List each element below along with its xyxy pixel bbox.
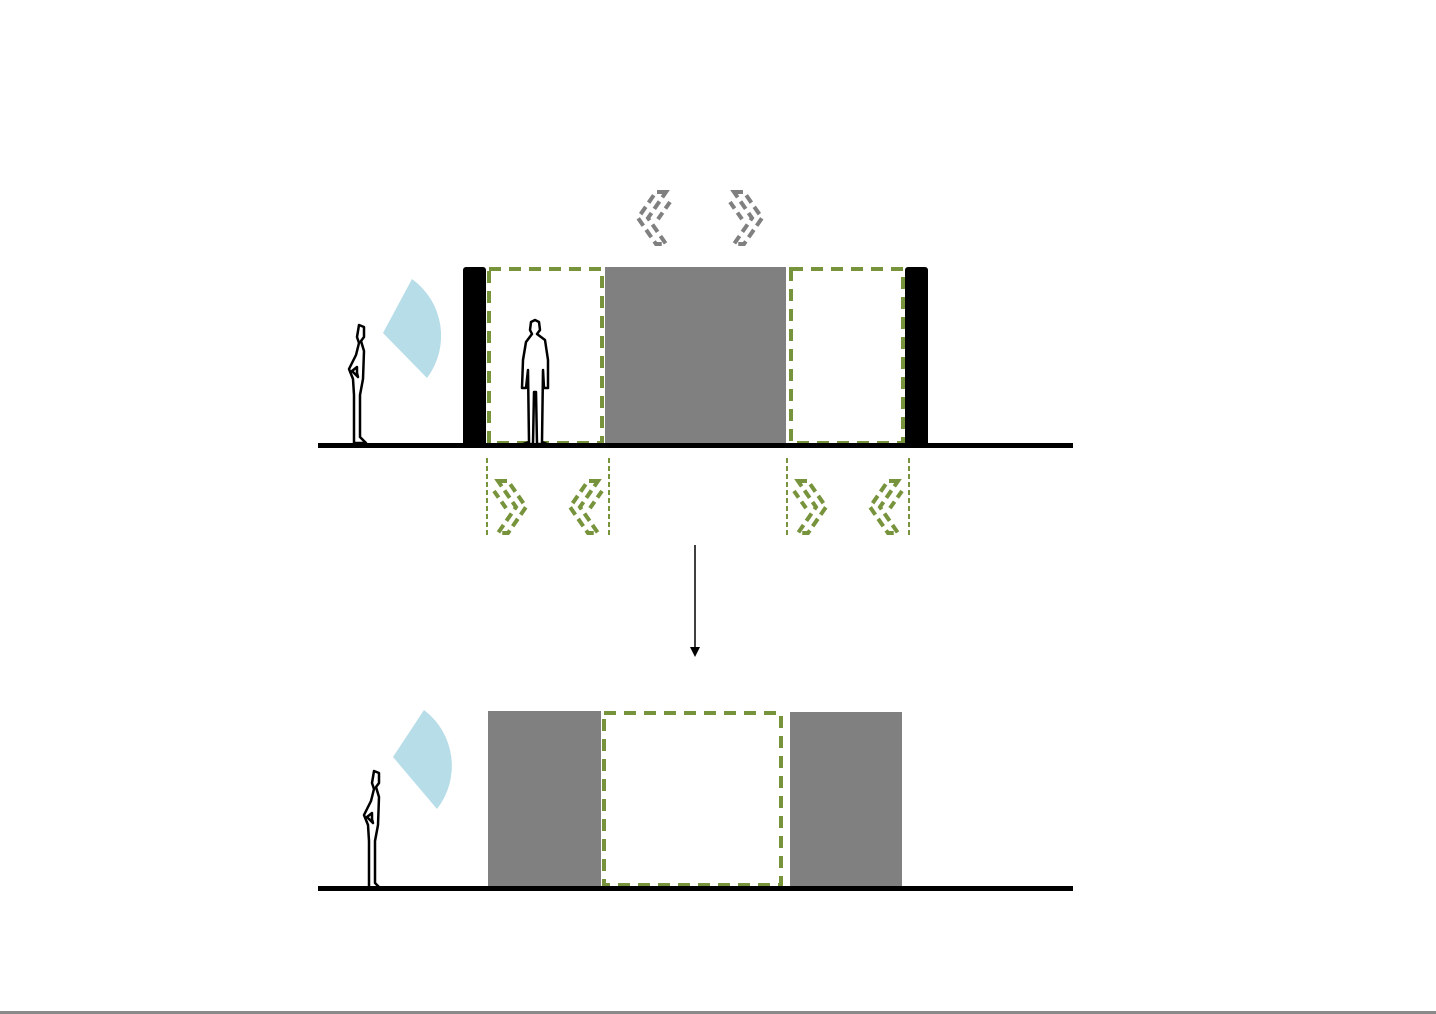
solid-block-center: [605, 267, 786, 444]
ground-line-top: [318, 443, 1073, 448]
wall-right: [905, 267, 928, 446]
wall-left: [463, 267, 486, 446]
chevron-right-icon-green: [492, 479, 528, 535]
person-viewer-top: [347, 323, 368, 445]
chevron-left-icon-green: [568, 479, 604, 535]
open-space-center: [602, 711, 783, 887]
ground-line-bottom: [318, 886, 1073, 891]
chevron-left-icon-gray: [636, 190, 672, 246]
chevron-right-icon-green: [792, 479, 828, 535]
view-cone-bottom: [393, 710, 452, 809]
bottom-border: [0, 1011, 1436, 1014]
open-space-right: [789, 267, 905, 445]
view-cone-top: [383, 279, 442, 378]
solid-block-left: [488, 711, 601, 887]
bottom-scene: [318, 710, 1073, 891]
solid-block-right: [790, 712, 902, 887]
person-inside: [520, 318, 550, 446]
person-viewer-bottom: [362, 769, 383, 891]
chevron-right-icon-gray: [728, 190, 764, 246]
down-arrow-icon: [690, 545, 700, 657]
chevron-left-icon-green: [868, 479, 904, 535]
top-scene: [318, 190, 1073, 535]
